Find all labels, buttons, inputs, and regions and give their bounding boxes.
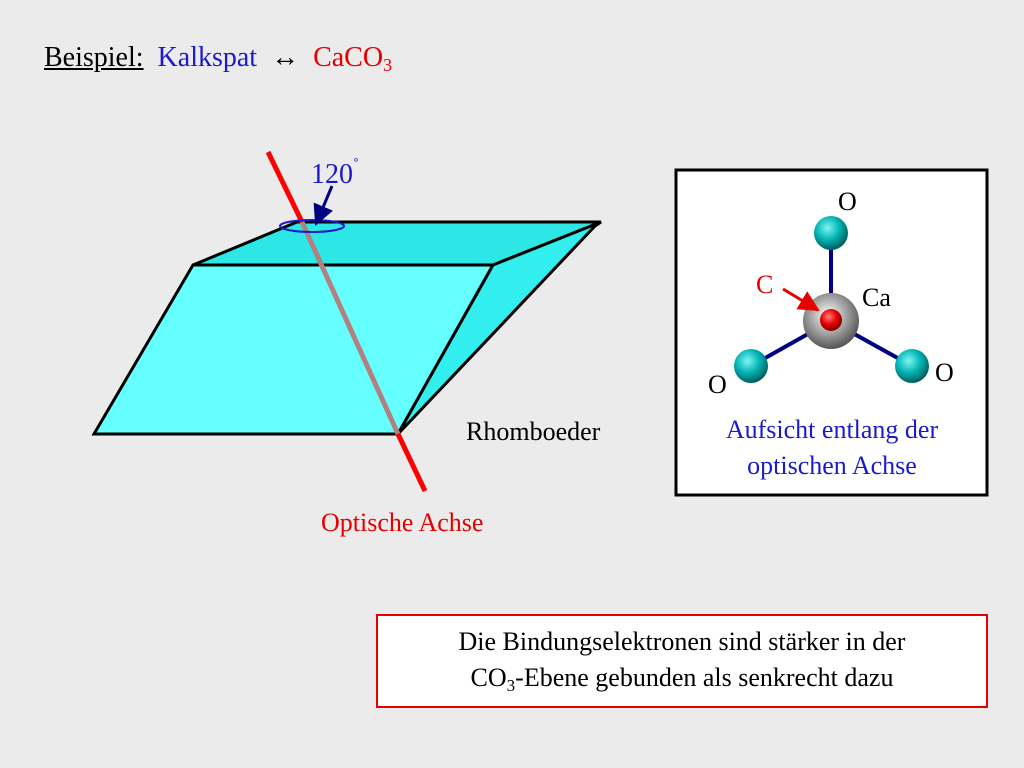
- label-o-left: O: [708, 370, 727, 399]
- caption-line2: optischen Achse: [747, 451, 917, 480]
- c-pointer-arrow: [782, 287, 820, 312]
- label-c: C: [756, 270, 773, 299]
- note-co-sub: 3: [506, 676, 516, 695]
- title-arrow: ↔: [271, 42, 300, 73]
- caption-line1: Aufsicht entlang der: [725, 415, 939, 444]
- slide-title: Beispiel: Kalkspat ↔ CaCO3: [44, 42, 392, 76]
- rhomboeder-label: Rhomboeder: [466, 417, 601, 446]
- rhombohedron-front-face: [91, 263, 496, 436]
- optical-axis-inner: [299, 220, 401, 436]
- note-line1: Die Bindungselektronen sind stärker in d…: [458, 627, 906, 656]
- o-atom-left: [734, 349, 768, 383]
- angle-arc: [279, 219, 345, 233]
- c-atom: [820, 309, 842, 331]
- label-ca: Ca: [862, 283, 891, 312]
- rhombohedron: 120˚ Rhomboeder Optische Achse: [91, 150, 602, 537]
- label-o-top: O: [838, 187, 857, 216]
- note-rest: -Ebene gebunden als senkrecht dazu: [515, 663, 894, 692]
- title-prefix: Beispiel:: [44, 42, 144, 73]
- note-line2: CO3-Ebene gebunden als senkrecht dazu: [378, 660, 986, 704]
- title-mineral: Kalkspat: [157, 42, 258, 73]
- optical-axis-label: Optische Achse: [321, 508, 483, 537]
- title-formula: CaCO3: [313, 42, 393, 75]
- label-o-right: O: [935, 358, 954, 387]
- angle-label: 120˚: [311, 155, 359, 190]
- top-view: O C Ca O O: [674, 168, 989, 497]
- title-formula-main: CaCO: [313, 42, 384, 73]
- top-view-caption: Aufsicht entlang der optischen Achse: [679, 412, 985, 484]
- angle-arrow: [313, 185, 334, 226]
- rhombohedron-side-face: [396, 220, 602, 436]
- title-formula-sub: 3: [383, 55, 393, 75]
- note-box: Die Bindungselektronen sind stärker in d…: [376, 614, 988, 708]
- optical-axis-bottom: [395, 432, 428, 493]
- o-atom-top: [814, 216, 848, 250]
- optical-axis-top: [265, 150, 305, 224]
- o-atom-right: [895, 349, 929, 383]
- note-co: CO: [470, 663, 507, 692]
